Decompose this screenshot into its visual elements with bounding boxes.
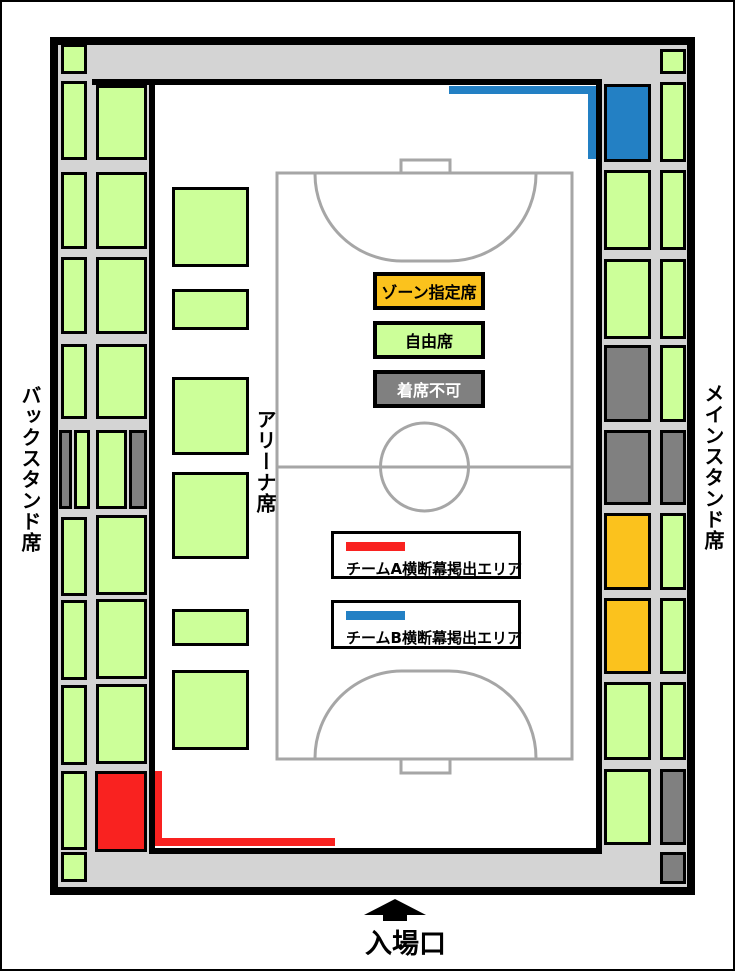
seat-block-green	[660, 598, 686, 674]
seat-block-green	[74, 430, 90, 509]
main-stand-label: メインスタンド席	[701, 383, 725, 551]
seat-block-orange	[604, 598, 651, 674]
seat-block-green	[604, 682, 651, 760]
seat-block-green	[660, 259, 686, 339]
seat-block-green	[96, 599, 147, 679]
seat-block-green	[96, 172, 147, 249]
back-stand-label: バックスタンド席	[18, 385, 42, 553]
seat-block-green	[61, 81, 87, 160]
seat-block-green	[172, 377, 249, 455]
team-b-banner-label: チームB横断幕掲出エリア	[346, 629, 522, 647]
seat-block-green	[604, 769, 651, 845]
legend-nosit-label: 着席不可	[396, 381, 461, 400]
team-a-banner-label: チームA横断幕掲出エリア	[346, 560, 523, 578]
team-a-color-bar	[346, 542, 405, 551]
seat-block-gray	[604, 430, 651, 505]
seat-block-green	[96, 344, 147, 419]
legend-zone-box: ゾーン指定席	[373, 272, 485, 310]
seat-block-green	[660, 345, 686, 422]
seat-block-red	[95, 771, 147, 852]
seat-block-green	[172, 289, 249, 330]
seat-block-gray	[660, 769, 686, 845]
banner-legend-team-a: チームA横断幕掲出エリア	[331, 531, 523, 579]
seat-block-gray	[604, 345, 651, 422]
seat-block-orange	[604, 513, 651, 590]
seat-block-gray	[59, 430, 72, 509]
seat-block-green	[172, 187, 249, 267]
team-b-color-bar	[346, 611, 405, 620]
legend-free-label: 自由席	[404, 332, 453, 351]
seat-block-green	[660, 170, 686, 250]
seat-block-green	[96, 684, 147, 764]
seat-block-green	[660, 82, 686, 162]
arena-seats-label: アリーナ席	[253, 409, 277, 514]
seat-block-green	[96, 85, 147, 160]
seat-block-green	[660, 49, 686, 74]
seat-block-green	[660, 513, 686, 590]
banner-line-blue	[588, 86, 596, 159]
seat-block-green	[96, 257, 147, 334]
seat-block-green	[96, 515, 147, 595]
banner-line-red	[155, 771, 162, 846]
seat-block-green	[172, 609, 249, 646]
banner-line-red	[155, 838, 335, 846]
entrance-arrow-icon	[364, 899, 426, 921]
seat-block-gray	[129, 430, 147, 509]
entrance-label: 入場口	[365, 929, 446, 960]
seat-block-green	[61, 517, 87, 596]
seat-block-green	[604, 259, 651, 339]
legend-zone-label: ゾーン指定席	[381, 283, 477, 302]
seat-block-green	[96, 430, 127, 509]
seat-block-green	[61, 344, 87, 419]
seat-block-gray	[660, 852, 686, 884]
legend-free-box: 自由席	[373, 321, 485, 359]
seat-block-green	[61, 771, 87, 850]
seat-block-green	[172, 670, 249, 750]
legend-nosit-box: 着席不可	[373, 370, 485, 408]
seat-block-green	[61, 852, 87, 882]
seat-block-green	[660, 682, 686, 760]
seat-block-blue	[604, 84, 651, 162]
floor-border-extension	[92, 79, 155, 85]
seat-block-green	[61, 685, 87, 765]
banner-line-blue	[449, 86, 596, 94]
seat-block-green	[604, 170, 651, 250]
seat-block-green	[172, 472, 249, 559]
seat-block-gray	[660, 430, 686, 505]
seat-block-green	[61, 257, 87, 334]
seat-block-green	[61, 172, 87, 249]
banner-legend-team-b: チームB横断幕掲出エリア	[331, 600, 522, 649]
seat-block-green	[61, 44, 87, 74]
seat-block-green	[61, 600, 87, 680]
